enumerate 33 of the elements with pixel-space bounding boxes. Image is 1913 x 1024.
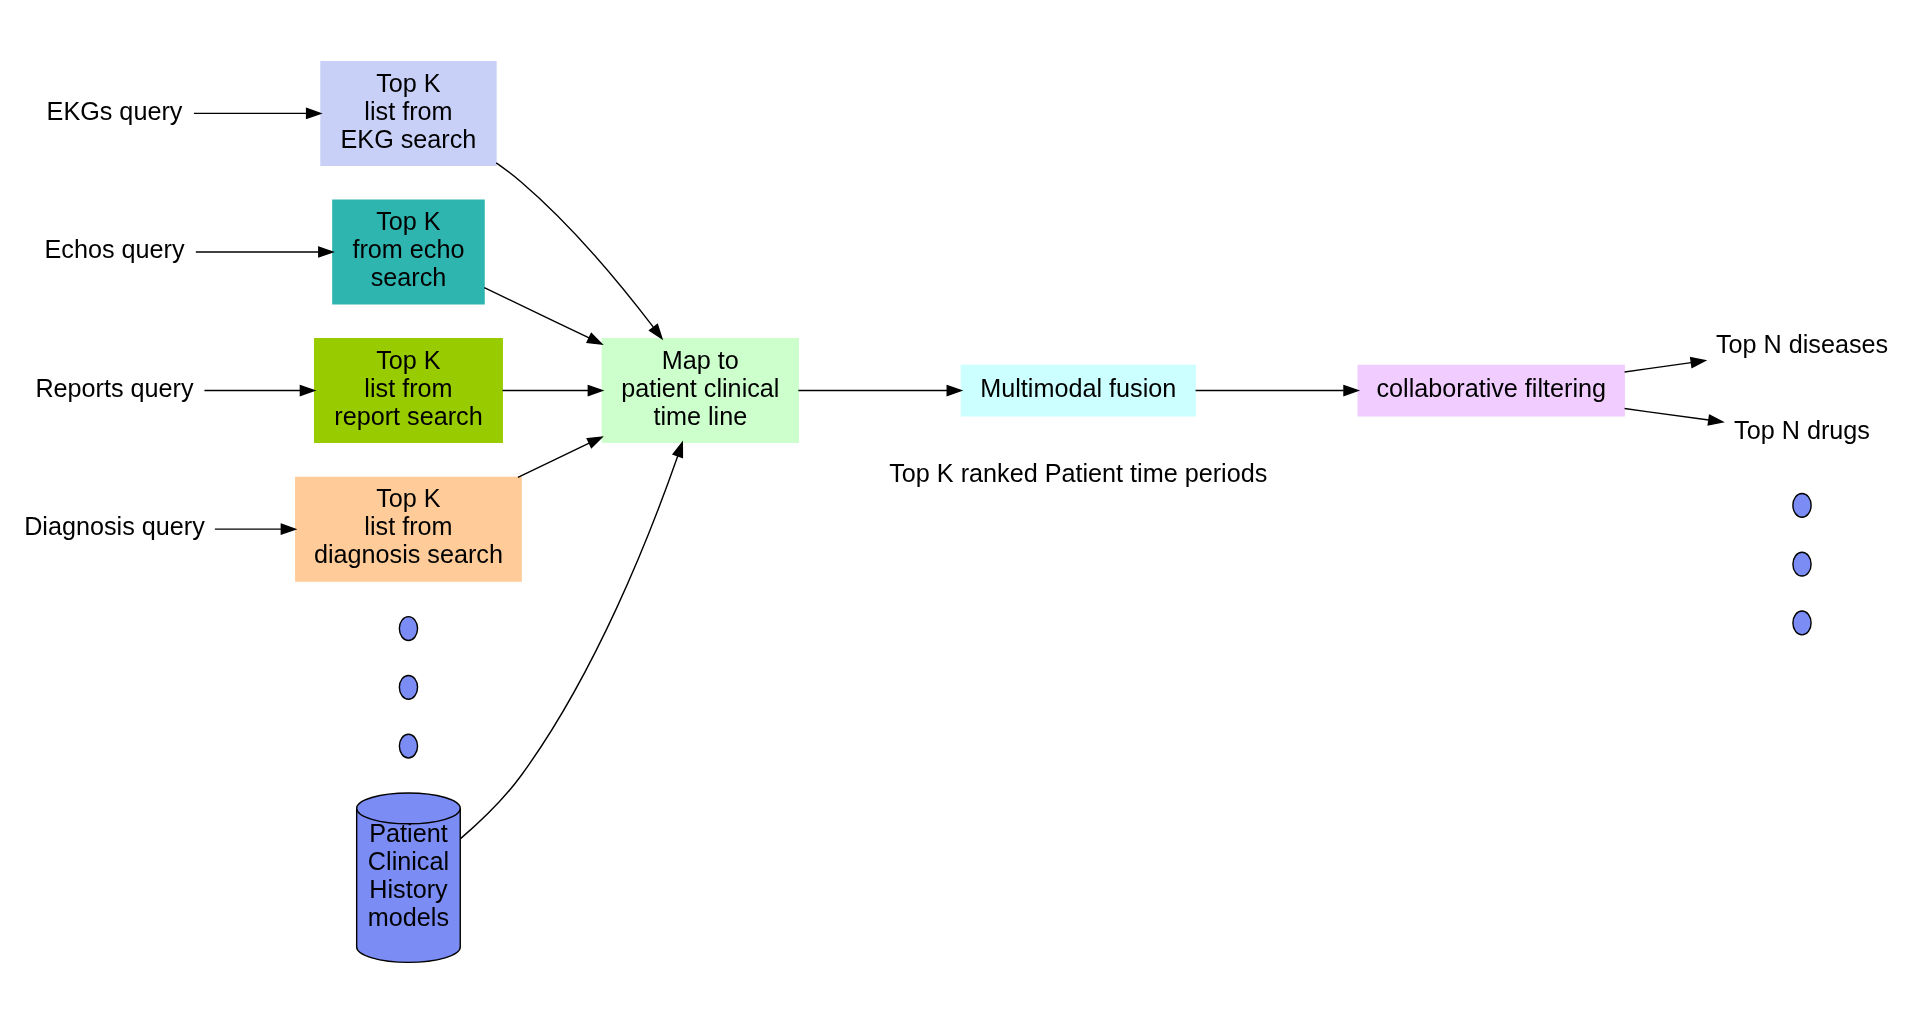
label: Top K ranked Patient time periods bbox=[889, 459, 1268, 488]
node-circle bbox=[398, 615, 419, 642]
node-box: Top K list from EKG search bbox=[320, 60, 497, 166]
arrow bbox=[214, 523, 298, 536]
node-box: Multimodal fusion bbox=[960, 364, 1196, 417]
node-circle bbox=[398, 674, 419, 700]
arrow bbox=[193, 107, 323, 120]
node-text: Diagnosis query bbox=[24, 512, 205, 541]
node-text: EKGs query bbox=[46, 96, 183, 125]
arrow bbox=[195, 246, 335, 258]
arrow bbox=[501, 384, 605, 397]
node-box: Top K list from report search bbox=[313, 338, 503, 444]
arrow bbox=[459, 440, 684, 840]
node-text: Top N diseases bbox=[1715, 330, 1889, 359]
node-box: Map to patient clinical time line bbox=[601, 338, 800, 444]
arrow bbox=[483, 286, 604, 345]
node-circle bbox=[1792, 610, 1812, 636]
arrow bbox=[517, 436, 604, 479]
arrow bbox=[1623, 356, 1708, 373]
node-text: Echos query bbox=[44, 235, 185, 264]
arrow bbox=[203, 384, 317, 397]
node-text: Top N drugs bbox=[1734, 415, 1870, 444]
node-circle bbox=[1792, 492, 1812, 518]
node-box: Top K from echo search bbox=[332, 199, 485, 305]
arrow bbox=[1623, 407, 1725, 426]
arrow bbox=[1194, 384, 1361, 397]
node-circle bbox=[398, 733, 419, 759]
node-text: Reports query bbox=[35, 373, 194, 402]
node-circle bbox=[1792, 551, 1812, 577]
arrow bbox=[797, 384, 964, 397]
node-box: Top K list from diagnosis search bbox=[295, 476, 522, 582]
node-box: collaborative filtering bbox=[1357, 364, 1625, 417]
arrow bbox=[495, 162, 664, 341]
